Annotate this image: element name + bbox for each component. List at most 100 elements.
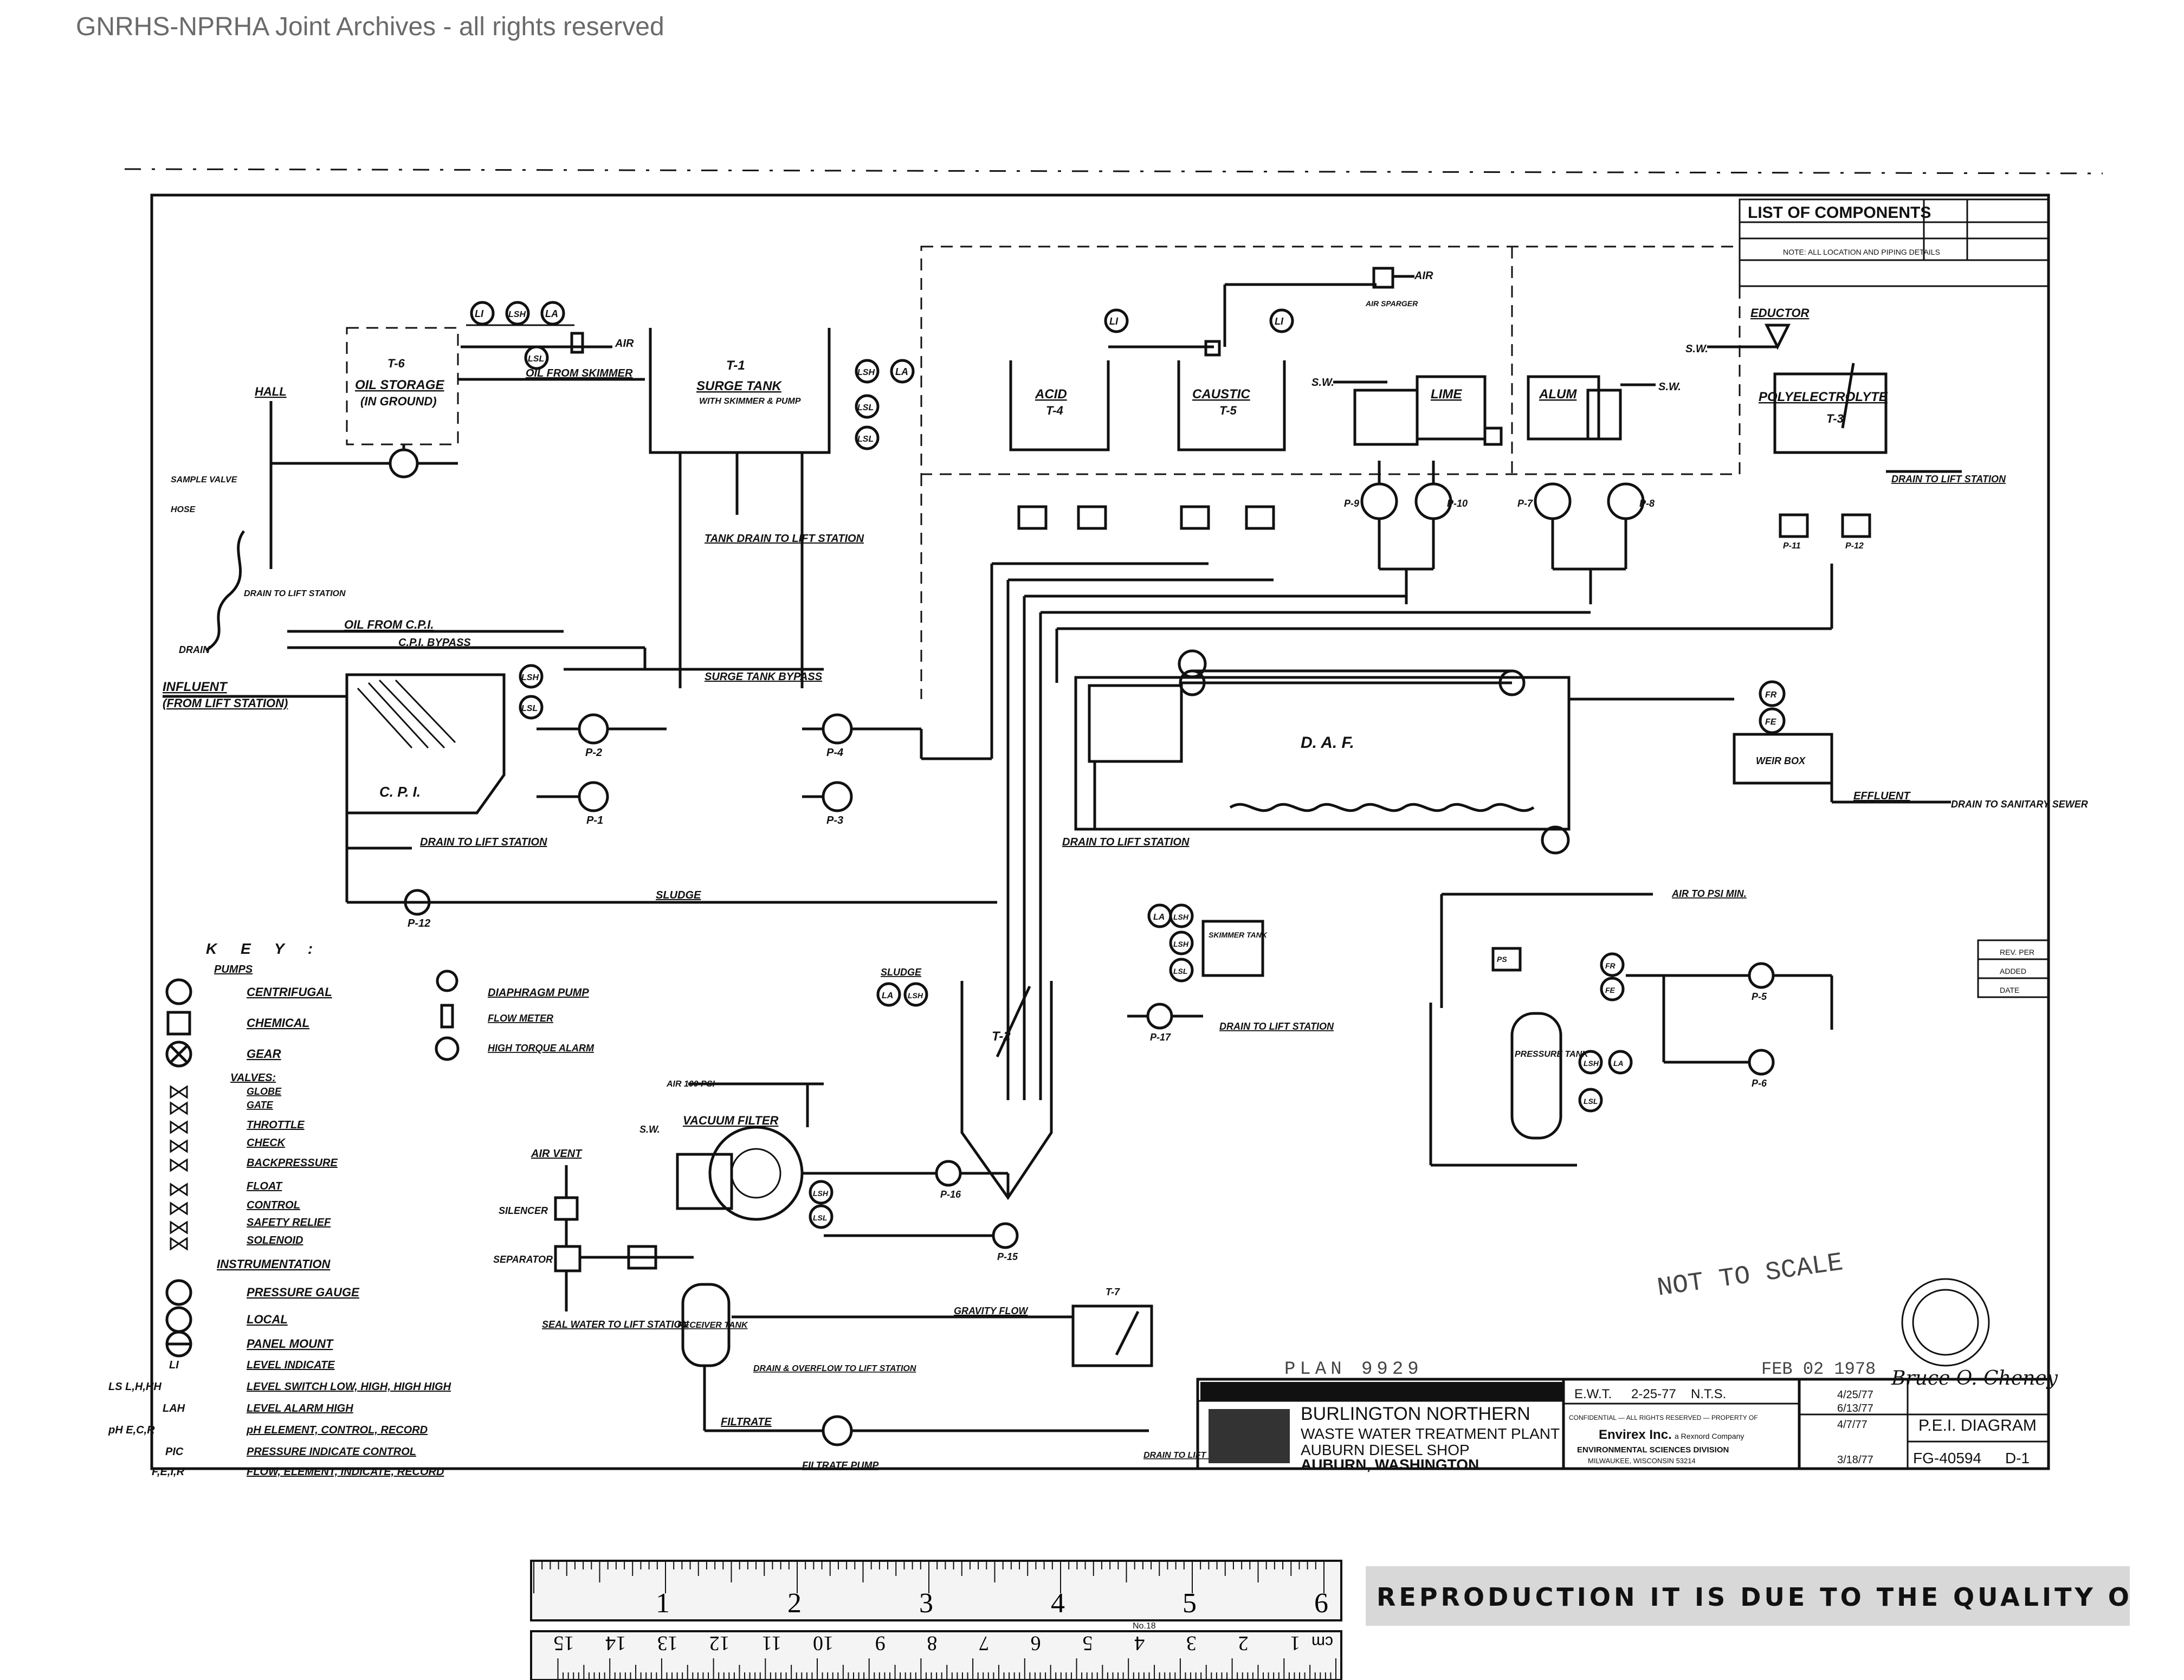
- tb-shop: AUBURN DIESEL SHOP: [1301, 1442, 1470, 1458]
- tank-lime: [1416, 375, 1487, 441]
- tb-drawing-title: P.E.I. DIAGRAM: [1918, 1417, 2037, 1435]
- tank-t4: [1009, 360, 1110, 451]
- svg-text:LOCAL: LOCAL: [247, 1313, 288, 1326]
- inst-li: LI: [475, 308, 484, 319]
- t1-instruments: LSH LA LSL LSL: [855, 359, 915, 450]
- date-stamp: FEB 02 1978: [1761, 1359, 1876, 1379]
- label-seal-water: SEAL WATER TO LIFT STATION: [542, 1319, 689, 1330]
- svg-text:PRESSURE INDICATE CONTROL: PRESSURE INDICATE CONTROL: [247, 1446, 416, 1458]
- label-weir-box: WEIR BOX: [1756, 755, 1806, 766]
- label-drain: DRAIN: [179, 644, 210, 655]
- svg-text:LS L,H,HH: LS L,H,HH: [108, 1381, 161, 1393]
- svg-text:P-12: P-12: [1845, 541, 1864, 551]
- pump-p6: [1748, 1049, 1775, 1076]
- vacuum-filter: [708, 1126, 804, 1221]
- svg-text:PANEL MOUNT: PANEL MOUNT: [247, 1337, 334, 1351]
- pump-filtrate: [822, 1415, 853, 1446]
- label-skimmer-tank: SKIMMER TANK: [1209, 931, 1268, 939]
- svg-text:6/13/77: 6/13/77: [1837, 1403, 1873, 1414]
- separator-cpi: [345, 673, 506, 815]
- components-note: NOTE: ALL LOCATION AND PIPING DETAILS: [1783, 248, 1940, 256]
- svg-text:FR: FR: [1605, 961, 1616, 970]
- key-chemical: CHEMICAL: [247, 1016, 309, 1030]
- components-title: LIST OF COMPONENTS: [1748, 204, 1931, 222]
- svg-text:LI: LI: [1275, 316, 1284, 327]
- label-surge-tank: SURGE TANK: [696, 379, 783, 393]
- label-daf: D. A. F.: [1301, 734, 1354, 752]
- svg-text:GLOBE: GLOBE: [247, 1086, 282, 1097]
- svg-text:4/25/77: 4/25/77: [1837, 1389, 1873, 1401]
- label-cpi: C. P. I.: [379, 784, 421, 800]
- pump-p2: [578, 713, 609, 745]
- label-filtrate: FILTRATE: [721, 1416, 772, 1428]
- svg-text:PIC: PIC: [165, 1446, 184, 1458]
- svg-text:LSH: LSH: [1173, 913, 1189, 921]
- chemical-pumps: P-9 P-10 P-7 P-8 P-11 P-12: [1017, 482, 1871, 551]
- svg-text:LSL: LSL: [1173, 967, 1187, 975]
- label-air-to-psi: AIR TO PSI MIN.: [1671, 888, 1747, 899]
- label-oil-storage: OIL STORAGE: [355, 378, 444, 392]
- revision-block: REV. PER ADDED DATE: [1977, 939, 2050, 998]
- weir-box: [1733, 733, 1833, 785]
- not-to-scale-stamp: NOT TO SCALE: [1656, 1248, 1845, 1303]
- tank-t7: [1071, 1304, 1153, 1367]
- svg-text:LSH: LSH: [521, 673, 539, 682]
- svg-text:HIGH TORQUE ALARM: HIGH TORQUE ALARM: [488, 1043, 595, 1054]
- label-air-vent: AIR VENT: [531, 1148, 583, 1160]
- svg-text:LSH: LSH: [1584, 1059, 1599, 1068]
- silencer: [554, 1196, 579, 1221]
- svg-text:a Rexnord Company: a Rexnord Company: [1675, 1432, 1744, 1440]
- label-drain-to-lift-2: DRAIN TO LIFT STATION: [420, 836, 547, 848]
- svg-text:4/7/77: 4/7/77: [1837, 1419, 1868, 1431]
- svg-text:CONTROL: CONTROL: [247, 1199, 300, 1211]
- label-drain-to-lift-1: DRAIN TO LIFT STATION: [244, 589, 346, 598]
- pump-p15: [992, 1222, 1019, 1249]
- label-pressure-tank: PRESSURE TANK: [1515, 1050, 1589, 1059]
- svg-text:LI: LI: [169, 1359, 179, 1371]
- label-in-ground: (IN GROUND): [360, 395, 437, 408]
- svg-text:LA: LA: [895, 366, 908, 377]
- key-pumps: PUMPS: [214, 964, 253, 975]
- svg-text:LSL: LSL: [857, 435, 874, 444]
- svg-text:P-8: P-8: [1639, 498, 1655, 509]
- svg-text:DATE: DATE: [2000, 986, 2019, 994]
- label-polyelectrolyte: POLYELECTROLYTE: [1759, 390, 1888, 404]
- svg-text:S.W.: S.W.: [1311, 377, 1334, 389]
- key-instrumentation: INSTRUMENTATION: [217, 1257, 331, 1271]
- svg-text:E.W.T.: E.W.T.: [1574, 1387, 1612, 1401]
- svg-text:S.W.: S.W.: [1685, 343, 1708, 355]
- label-sludge: SLUDGE: [656, 889, 701, 901]
- svg-text:2-25-77: 2-25-77: [1631, 1387, 1676, 1401]
- svg-text:FLOAT: FLOAT: [247, 1180, 283, 1192]
- svg-text:BACKPRESSURE: BACKPRESSURE: [247, 1157, 338, 1169]
- sheet-top-edge: [124, 168, 2103, 175]
- pump-p5: [1748, 962, 1775, 989]
- svg-text:LA: LA: [882, 991, 893, 1000]
- label-gravity-flow: GRAVITY FLOW: [954, 1306, 1029, 1316]
- inst-lsh: LSH: [508, 310, 526, 319]
- tb-envirex: Envirex Inc.: [1599, 1427, 1672, 1442]
- inst-lsl: LSL: [528, 354, 544, 364]
- svg-text:FE: FE: [1765, 718, 1777, 727]
- inst-t1-lsl: LSL: [857, 403, 874, 412]
- legend-key: K E Y : PUMPS CENTRIFUGAL CHEMICAL GEAR …: [108, 940, 595, 1478]
- inst-la: LA: [545, 308, 558, 319]
- label-drain-to-lift-3: DRAIN TO LIFT STATION: [1891, 474, 2006, 484]
- label-effluent: EFFLUENT: [1853, 790, 1911, 802]
- label-t1: T-1: [726, 358, 745, 373]
- label-t2-header: SLUDGE: [881, 967, 922, 978]
- engineer-seal: [1901, 1278, 1990, 1367]
- tb-project: WASTE WATER TREATMENT PLANT: [1301, 1425, 1560, 1442]
- label-drain-to-sewer: DRAIN TO SANITARY SEWER: [1951, 799, 2088, 810]
- title-block: SEATTLE / PORTLAND PACIFIC DIVISION BURL…: [1196, 1378, 2050, 1473]
- label-hall: HALL: [255, 385, 287, 398]
- pump-p17: [1146, 1003, 1173, 1030]
- svg-text:3/18/77: 3/18/77: [1837, 1454, 1873, 1466]
- label-air-chem: AIR: [1414, 270, 1433, 282]
- svg-text:P-16: P-16: [940, 1189, 961, 1200]
- separator: [554, 1245, 581, 1272]
- label-alum: ALUM: [1539, 387, 1577, 402]
- svg-text:SOLENOID: SOLENOID: [247, 1235, 303, 1246]
- svg-text:DIAPHRAGM PUMP: DIAPHRAGM PUMP: [488, 987, 589, 999]
